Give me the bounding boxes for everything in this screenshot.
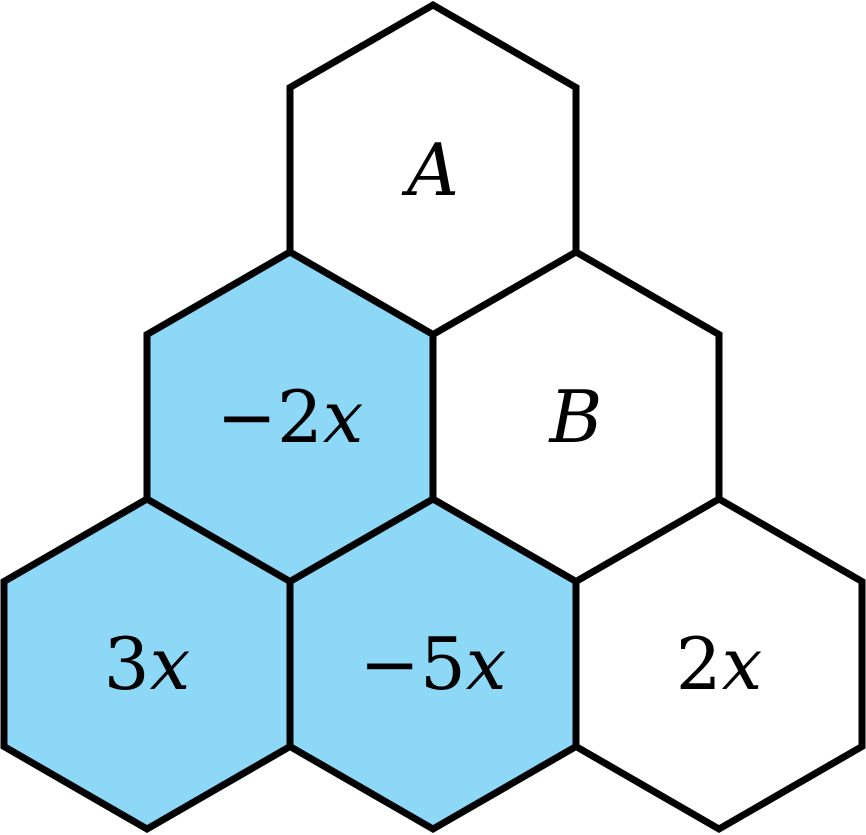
label-coefficient: −5: [360, 622, 466, 706]
hexagon-bottom-right: [572, 494, 866, 834]
label-coefficient: −2: [217, 375, 323, 459]
label-coefficient: 2: [676, 622, 722, 706]
hexagon-label-bottom-left: 3x: [104, 622, 190, 706]
label-variable: A: [401, 128, 459, 212]
hexagon-label-middle-right: B: [548, 375, 603, 459]
label-variable: x: [722, 622, 763, 706]
hexagon-label-middle-left: −2x: [217, 375, 364, 459]
label-variable: B: [548, 375, 603, 459]
hexagon-label-bottom-right: 2x: [676, 622, 762, 706]
hexagon-label-bottom-middle: −5x: [360, 622, 507, 706]
label-variable: x: [150, 622, 191, 706]
hexagon-label-top: A: [401, 128, 459, 212]
label-variable: x: [466, 622, 507, 706]
label-coefficient: 3: [104, 622, 150, 706]
label-variable: x: [323, 375, 364, 459]
